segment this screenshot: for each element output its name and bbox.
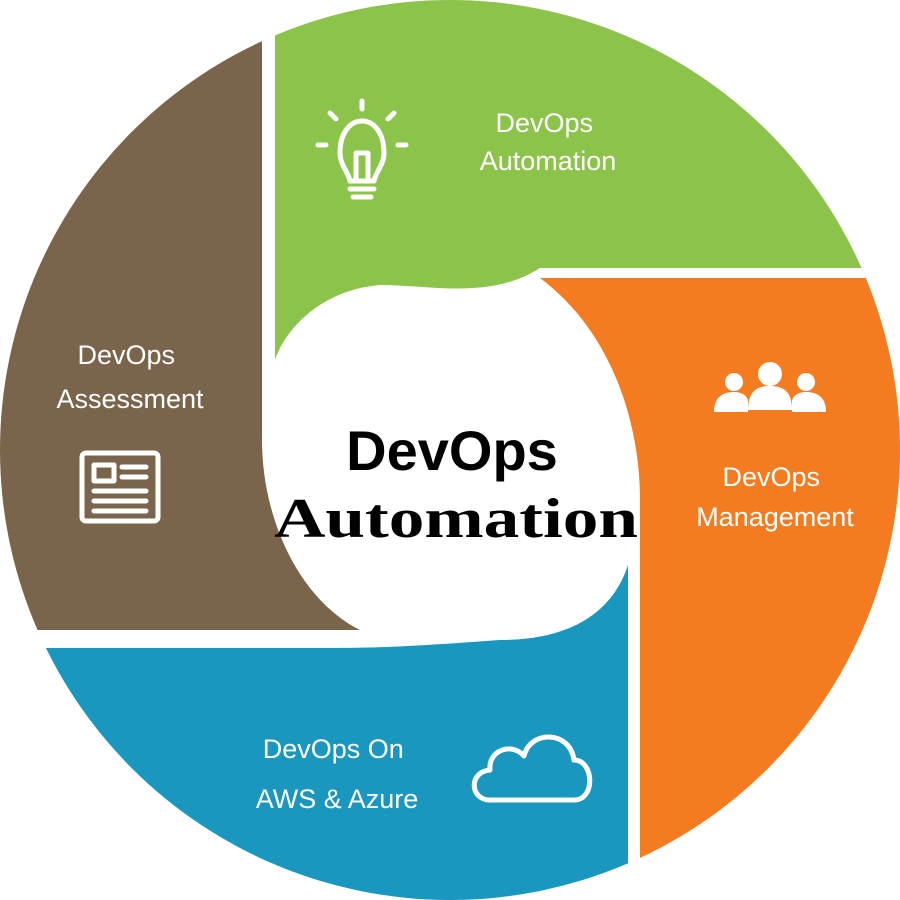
segment-label-automation: DevOps Automation [480,108,617,176]
people-icon [714,362,826,412]
cloud-icon [471,734,593,803]
lightbulb-icon [315,98,409,200]
segment-label-assessment: DevOps Assessment [56,340,204,414]
center-title: DevOps [346,419,558,482]
center-subtitle: Automation [274,488,638,550]
segment-label-management: DevOps Management [696,462,854,532]
document-icon [79,450,161,524]
segment-label-cloud: DevOps On AWS & Azure [256,734,419,814]
